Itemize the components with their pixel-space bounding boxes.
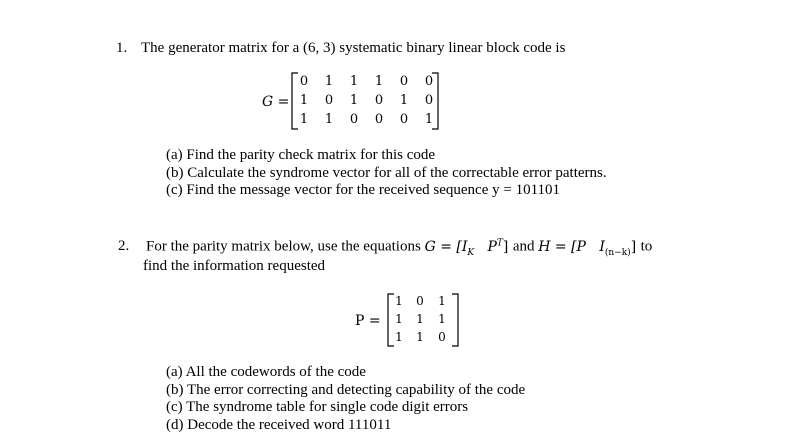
matrix-cell: 0 bbox=[399, 74, 409, 89]
matrix-cell: 1 bbox=[438, 294, 446, 308]
matrix-cell: 1 bbox=[399, 93, 409, 108]
matrix-p-label: P = bbox=[355, 313, 381, 329]
matrix-cell: 1 bbox=[416, 330, 424, 344]
question-2-part-b: (b) The error correcting and detecting c… bbox=[166, 381, 526, 398]
matrix-g-right-bracket bbox=[432, 72, 439, 130]
matrix-cell: 0 bbox=[349, 112, 359, 127]
matrix-cell: 0 bbox=[374, 112, 384, 127]
question-2-statement-line1: For the parity matrix below, use the equ… bbox=[146, 238, 652, 257]
matrix-cell: 1 bbox=[395, 330, 403, 344]
equation-g-close: ] bbox=[502, 238, 509, 255]
question-1-part-a: (a) Find the parity check matrix for thi… bbox=[166, 147, 436, 163]
matrix-cell: 0 bbox=[324, 93, 334, 108]
question-2-parts: (a) All the codewords of the code (b) Th… bbox=[166, 364, 525, 434]
matrix-cell: 0 bbox=[424, 93, 434, 108]
matrix-cell: 1 bbox=[299, 93, 309, 108]
question-1-part-c: (c) Find the message vector for the rece… bbox=[166, 182, 561, 198]
matrix-g-label: G = bbox=[262, 94, 290, 110]
matrix-cell: 1 bbox=[324, 74, 334, 89]
matrix-cell: 0 bbox=[416, 294, 424, 308]
matrix-cell: 0 bbox=[438, 330, 446, 344]
question-1-part-b: (b) Calculate the syndrome vector for al… bbox=[166, 164, 607, 181]
equation-h-i: I bbox=[599, 238, 605, 255]
matrix-p: 1 0 1 1 1 1 1 1 0 bbox=[388, 294, 458, 348]
question-2-and: and bbox=[512, 238, 535, 255]
matrix-cell: 1 bbox=[395, 312, 403, 326]
equation-g-sup: T bbox=[496, 238, 503, 248]
matrix-cell: 0 bbox=[299, 74, 309, 89]
matrix-g-left-bracket bbox=[291, 72, 298, 130]
equation-g: G = [IK PT] bbox=[424, 238, 513, 258]
matrix-cell: 1 bbox=[324, 112, 334, 127]
equation-h-close: ] bbox=[630, 238, 637, 255]
question-1-number: 1. bbox=[116, 40, 128, 56]
question-2-part-c: (c) The syndrome table for single code d… bbox=[166, 399, 469, 415]
matrix-cell: 1 bbox=[395, 294, 403, 308]
question-2-to: to bbox=[640, 238, 653, 255]
question-2-statement-line2: find the information requested bbox=[143, 258, 326, 274]
equation-h-sub: (n−k) bbox=[604, 247, 631, 258]
question-1-statement: The generator matrix for a (6, 3) system… bbox=[141, 40, 566, 56]
equation-h: H = [P I(n−k)] bbox=[538, 238, 640, 258]
matrix-cell: 1 bbox=[416, 312, 424, 326]
matrix-cell: 1 bbox=[438, 312, 446, 326]
equation-g-sub: K bbox=[467, 247, 475, 258]
matrix-p-left-bracket bbox=[387, 293, 394, 347]
question-2-number: 2. bbox=[118, 238, 130, 254]
matrix-cell: 0 bbox=[399, 112, 409, 127]
matrix-cell: 0 bbox=[424, 74, 434, 89]
matrix-cell: 1 bbox=[374, 74, 384, 89]
equation-g-text: G = [I bbox=[424, 238, 468, 255]
equation-g-p: P bbox=[487, 238, 497, 255]
question-1-parts: (a) Find the parity check matrix for thi… bbox=[166, 147, 607, 200]
matrix-cell: 1 bbox=[349, 93, 359, 108]
question-2-part-d: (d) Decode the received word 111011 bbox=[166, 416, 392, 433]
question-2-part-a: (a) All the codewords of the code bbox=[166, 364, 366, 380]
matrix-cell: 1 bbox=[424, 112, 434, 127]
equation-h-text: H = [P bbox=[538, 238, 586, 255]
matrix-cell: 1 bbox=[299, 112, 309, 127]
matrix-g: 0 1 1 1 0 0 1 0 1 0 1 0 1 1 0 0 0 1 bbox=[293, 74, 443, 130]
matrix-cell: 1 bbox=[349, 74, 359, 89]
matrix-p-right-bracket bbox=[452, 293, 459, 347]
matrix-cell: 0 bbox=[374, 93, 384, 108]
question-2-statement-prefix: For the parity matrix below, use the equ… bbox=[146, 238, 421, 255]
